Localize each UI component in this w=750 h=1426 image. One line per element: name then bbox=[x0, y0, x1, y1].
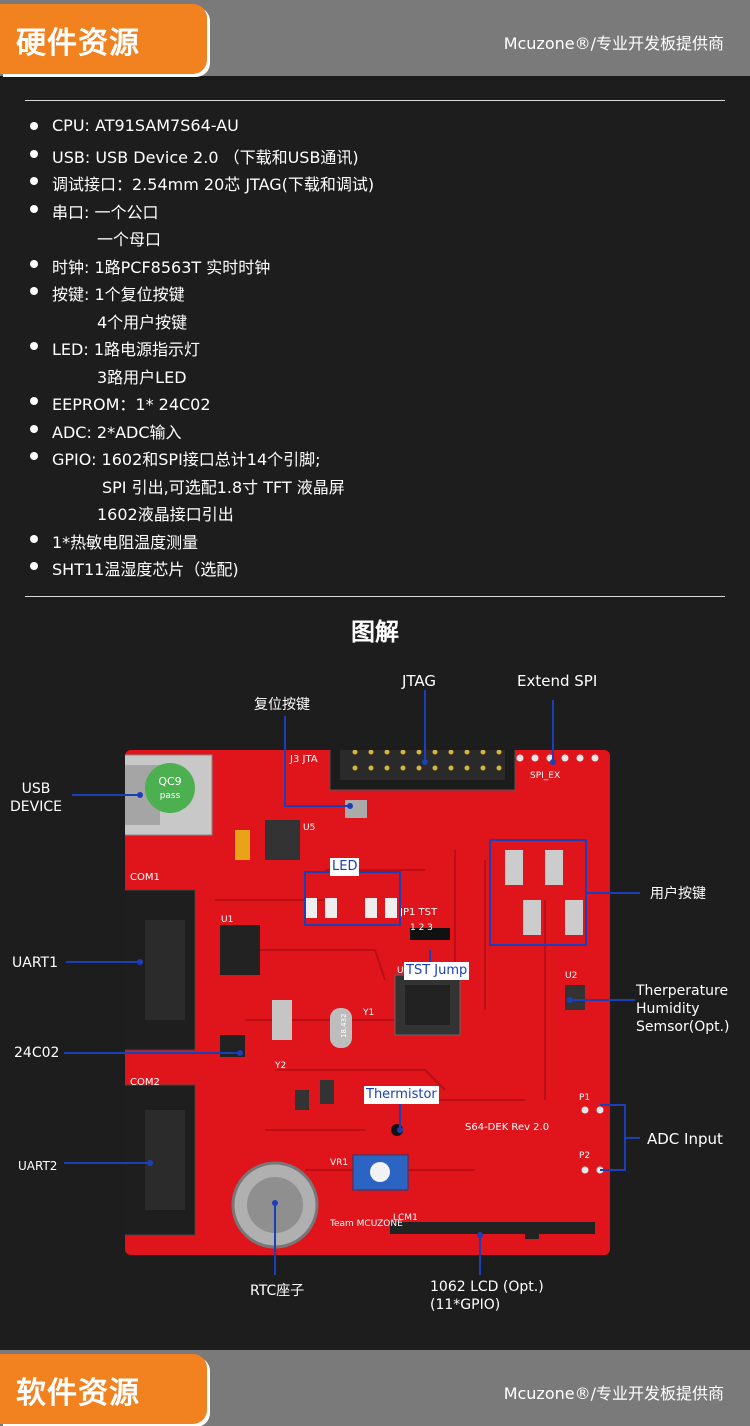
section-tag: 硬件资源 bbox=[0, 4, 207, 74]
label-uart2: UART2 bbox=[18, 1159, 58, 1173]
spec-continuation: 3路用户LED bbox=[97, 367, 187, 387]
bullet-icon bbox=[30, 452, 38, 460]
spec-continuation: 4个用户按键 bbox=[97, 312, 188, 332]
silk-crystal: 18.432 bbox=[340, 1014, 348, 1039]
bullet-icon bbox=[30, 424, 38, 433]
section-tag-bottom-label: 软件资源 bbox=[16, 1376, 140, 1411]
label-led: LED bbox=[330, 858, 360, 876]
spec-continuation: 一个母口 bbox=[97, 230, 162, 249]
bullet-icon bbox=[30, 397, 38, 405]
label-extend-spi: Extend SPI bbox=[517, 672, 598, 690]
bullet-icon bbox=[30, 122, 38, 130]
label-uart1: UART1 bbox=[12, 955, 58, 971]
spec-text: GPIO: 1602和SPI接口总计14个引脚; bbox=[52, 450, 321, 469]
silk-spi-ex: SPI_EX bbox=[530, 771, 560, 781]
pcb-board: QC9 pass bbox=[125, 750, 610, 1255]
label-thermistor: Thermistor bbox=[364, 1086, 439, 1104]
top-banner: 硬件资源 Mcuzone®/专业开发板提供商 bbox=[0, 0, 750, 76]
spec-text: 调试接口：2.54mm 20芯 JTAG(下载和调试) bbox=[52, 175, 375, 194]
spec-text: CPU: AT91SAM7S64-AU bbox=[52, 116, 239, 135]
bullet-icon bbox=[30, 204, 38, 213]
bullet-icon bbox=[30, 177, 38, 185]
diagram-title: 图解 bbox=[351, 618, 399, 646]
silk-jp1-pins: 1 2 3 bbox=[410, 923, 433, 933]
label-24c02: 24C02 bbox=[14, 1045, 60, 1061]
spec-text: EEPROM：1* 24C02 bbox=[52, 395, 211, 414]
bullet-icon bbox=[30, 287, 38, 295]
silk-p2: P2 bbox=[579, 1151, 590, 1161]
label-lcd: 1062 LCD (Opt.) (11*GPIO) bbox=[430, 1279, 544, 1313]
label-usb-device: USB DEVICE bbox=[10, 781, 62, 815]
qc-line2: pass bbox=[160, 791, 181, 801]
silk-y2: Y2 bbox=[274, 1061, 286, 1071]
spec-text: 时钟: 1路PCF8563T 实时时钟 bbox=[52, 257, 271, 277]
section-tag-label: 硬件资源 bbox=[16, 26, 140, 61]
bullet-icon bbox=[30, 562, 38, 570]
divider-top bbox=[25, 100, 725, 101]
qc-line1: QC9 bbox=[158, 775, 181, 788]
silk-board-name: S64-DEK Rev 2.0 bbox=[465, 1122, 549, 1133]
spec-text: 1*热敏电阻温度测量 bbox=[52, 532, 199, 552]
label-tst-jump: TST Jump bbox=[404, 962, 470, 980]
label-user-keys: 用户按键 bbox=[650, 886, 706, 902]
bullet-icon bbox=[30, 342, 38, 350]
spec-text: ADC: 2*ADC输入 bbox=[52, 422, 182, 442]
brand-text-bottom: Mcuzone®/专业开发板提供商 bbox=[503, 1384, 724, 1403]
divider-bottom bbox=[25, 596, 725, 597]
label-sensor: Therperature Humidity Semsor(Opt.) bbox=[636, 983, 730, 1035]
spec-continuation: SPI 引出,可选配1.8寸 TFT 液晶屏 bbox=[102, 477, 345, 497]
label-adc-input: ADC Input bbox=[647, 1130, 723, 1148]
bottom-banner: 软件资源 Mcuzone®/专业开发板提供商 bbox=[0, 1350, 750, 1426]
silk-team: Team MCUZONE bbox=[329, 1219, 403, 1229]
spec-text: 串口: 一个公口 bbox=[52, 202, 159, 222]
bullet-icon bbox=[30, 534, 38, 543]
silk-y1: Y1 bbox=[362, 1008, 374, 1018]
spec-continuation: 1602液晶接口引出 bbox=[97, 505, 234, 524]
spec-text: 按键: 1个复位按键 bbox=[52, 285, 185, 304]
bullet-icon bbox=[30, 149, 38, 158]
brand-text: Mcuzone®/专业开发板提供商 bbox=[503, 34, 724, 53]
pcb-drawing: QC9 pass bbox=[125, 750, 610, 1255]
label-reset-key: 复位按键 bbox=[254, 697, 310, 713]
section-tag-bottom: 软件资源 bbox=[0, 1354, 207, 1424]
silk-jtag: J3 JTA bbox=[289, 754, 318, 765]
silk-u2: U2 bbox=[565, 971, 577, 981]
silk-u1: U1 bbox=[221, 915, 233, 925]
spec-text: USB: USB Device 2.0 （下载和USB通讯) bbox=[52, 147, 359, 167]
silk-com2: COM2 bbox=[130, 1077, 160, 1088]
silk-lcm: LCM1 bbox=[393, 1213, 418, 1223]
silk-u5: U5 bbox=[303, 823, 315, 833]
silk-vr1: VR1 bbox=[330, 1158, 348, 1168]
silk-com1: COM1 bbox=[130, 872, 160, 883]
silk-u3: U3 bbox=[397, 966, 409, 976]
bullet-icon bbox=[30, 259, 38, 268]
spec-text: LED: 1路电源指示灯 bbox=[52, 340, 201, 359]
silk-jp1: JP1 TST bbox=[399, 907, 438, 918]
label-jtag: JTAG bbox=[402, 672, 437, 690]
spec-text: SHT11温湿度芯片（选配) bbox=[52, 560, 239, 579]
label-rtc: RTC座子 bbox=[250, 1283, 305, 1299]
silk-p1: P1 bbox=[579, 1093, 590, 1103]
